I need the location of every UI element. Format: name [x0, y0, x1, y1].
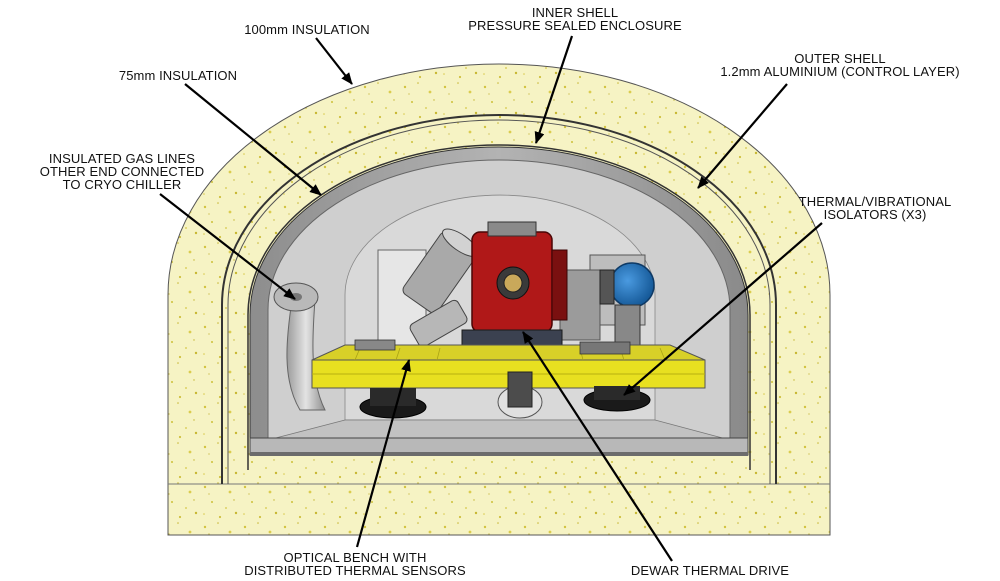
label-inner-shell: INNER SHELL PRESSURE SEALED ENCLOSURE	[468, 5, 682, 33]
leader-arrows	[159, 35, 823, 562]
label-100mm-insulation: 100mm INSULATION	[244, 22, 370, 37]
blue-motor	[599, 262, 655, 346]
label-isolators: THERMAL/VIBRATIONAL ISOLATORS (X3)	[798, 194, 952, 222]
isolators	[359, 371, 651, 419]
label-dewar-thermal-drive: DEWAR THERMAL DRIVE	[630, 563, 790, 578]
label-insulated-gas-lines: INSULATED GAS LINES OTHER END CONNECTED …	[39, 151, 205, 192]
label-optical-bench: OPTICAL BENCH WITH DISTRIBUTED THERMAL S…	[244, 550, 466, 578]
inner-insulation	[230, 122, 768, 470]
label-75mm-insulation: 75mm INSULATION	[118, 68, 238, 83]
outer-shell	[221, 114, 777, 484]
label-outer-shell: OUTER SHELL 1.2mm ALUMINIUM (CONTROL LAY…	[720, 51, 960, 79]
dewar	[461, 221, 568, 361]
